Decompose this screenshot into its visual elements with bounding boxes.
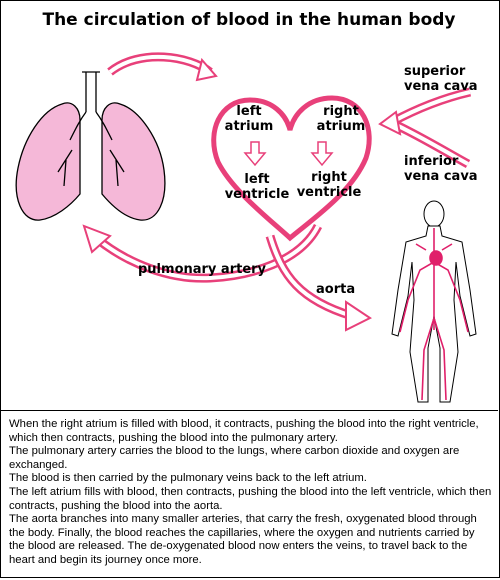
pulmonary-artery-label: pulmonary artery: [138, 262, 267, 277]
blood-vessels: [399, 228, 469, 401]
inferior-vena-cava-label: inferior vena cava: [404, 154, 478, 184]
aorta-arrow: [265, 234, 354, 321]
right-lung: [101, 102, 166, 221]
right-atrium-to-ventricle-arrow: [310, 141, 334, 167]
superior-vena-cava-label: superior vena cava: [404, 64, 478, 94]
page-title: The circulation of blood in the human bo…: [42, 10, 456, 30]
description-paragraph: When the right atrium is filled with blo…: [9, 418, 479, 444]
aorta-label: aorta: [316, 282, 356, 297]
description-text: When the right atrium is filled with blo…: [9, 418, 493, 568]
left-ventricle-label: left ventricle: [224, 172, 290, 202]
left-atrium-to-ventricle-arrow: [243, 141, 267, 167]
left-lung: [15, 102, 81, 221]
description-paragraph: The blood is then carried by the pulmona…: [9, 472, 367, 485]
bronchi: [57, 111, 125, 187]
right-atrium-label: right atrium: [316, 104, 366, 134]
left-atrium-label: left atrium: [224, 104, 274, 134]
trachea: [85, 72, 97, 112]
description-paragraph: The left atrium fills with blood, then c…: [9, 485, 492, 512]
heart-outline: [211, 95, 372, 242]
circulation-diagram: [15, 52, 477, 403]
divider-line: [0, 410, 498, 411]
right-ventricle-label: right ventricle: [296, 170, 362, 200]
description-paragraph: The aorta branches into many smaller art…: [9, 513, 477, 566]
lungs-illustration: [15, 71, 166, 221]
description-paragraph: The pulmonary artery carries the blood t…: [9, 445, 460, 471]
